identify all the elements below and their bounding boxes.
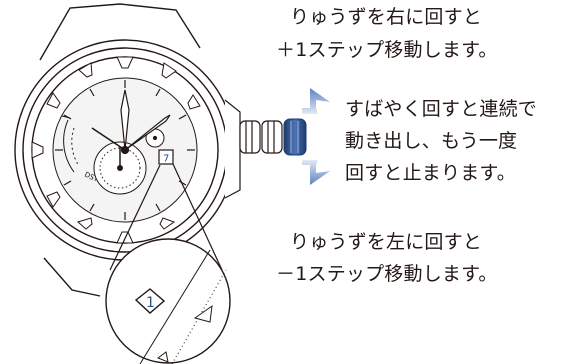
magnifier-lines — [109, 163, 223, 271]
magnified-date-value: 1 — [146, 295, 155, 311]
turn-left-line2: －1ステップ移動します。 — [276, 263, 498, 285]
rotate-down-arrow-icon — [302, 160, 330, 185]
date-value: 7 — [163, 154, 169, 165]
date-window — [158, 149, 174, 165]
sub-dial — [93, 141, 147, 195]
dst-indicator — [61, 115, 80, 173]
continuous-line3: 回すと止まります。 — [345, 162, 516, 184]
turn-right-line1: りゅうずを右に回すと — [290, 6, 483, 28]
turn-left-line1: りゅうずを左に回すと — [290, 231, 483, 253]
crown-icon — [283, 118, 307, 156]
magnifier — [105, 238, 231, 364]
watch-hands — [91, 89, 171, 155]
turn-right-line2: ＋1ステップ移動します。 — [276, 39, 498, 61]
crown-assembly — [224, 99, 283, 199]
rotate-up-arrow-icon — [302, 88, 330, 114]
bezel-markers — [31, 56, 201, 244]
continuous-line1: すばやく回すと連続で — [345, 98, 538, 120]
continuous-line2: 動き出し、もう一度 — [345, 130, 518, 152]
